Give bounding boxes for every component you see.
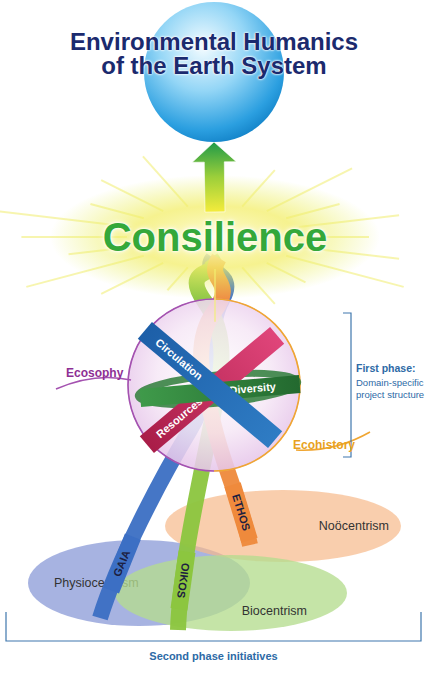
ellipse-label: Noöcentrism — [319, 520, 389, 533]
sphere-title: Environmental Humanics of the Earth Syst… — [64, 30, 364, 78]
ecosophy-label: Ecosophy — [66, 366, 123, 380]
ribbon-label: OIKOS — [175, 562, 191, 599]
phase-heading: Second phase initiatives — [0, 650, 427, 662]
phase-description: Domain-specific project structure — [356, 377, 426, 401]
ellipse-label: Biocentrism — [242, 605, 307, 618]
phase-heading: First phase: — [356, 362, 416, 374]
domain-sphere — [128, 299, 300, 471]
biocentrism-ellipse-outline — [115, 555, 347, 631]
ecohistory-label: Ecohistory — [293, 438, 355, 452]
glow-burst — [50, 175, 380, 299]
biocentrism-ellipse: Biocentrism — [115, 555, 347, 631]
goal-sphere: Environmental Humanics of the Earth Syst… — [38, 0, 390, 142]
consilience-text: Consilience — [103, 217, 328, 257]
ellipse-body — [165, 490, 401, 562]
consilience-glow: Consilience — [70, 212, 360, 262]
ellipse-body — [115, 555, 347, 631]
first-phase-bracket — [343, 313, 351, 457]
